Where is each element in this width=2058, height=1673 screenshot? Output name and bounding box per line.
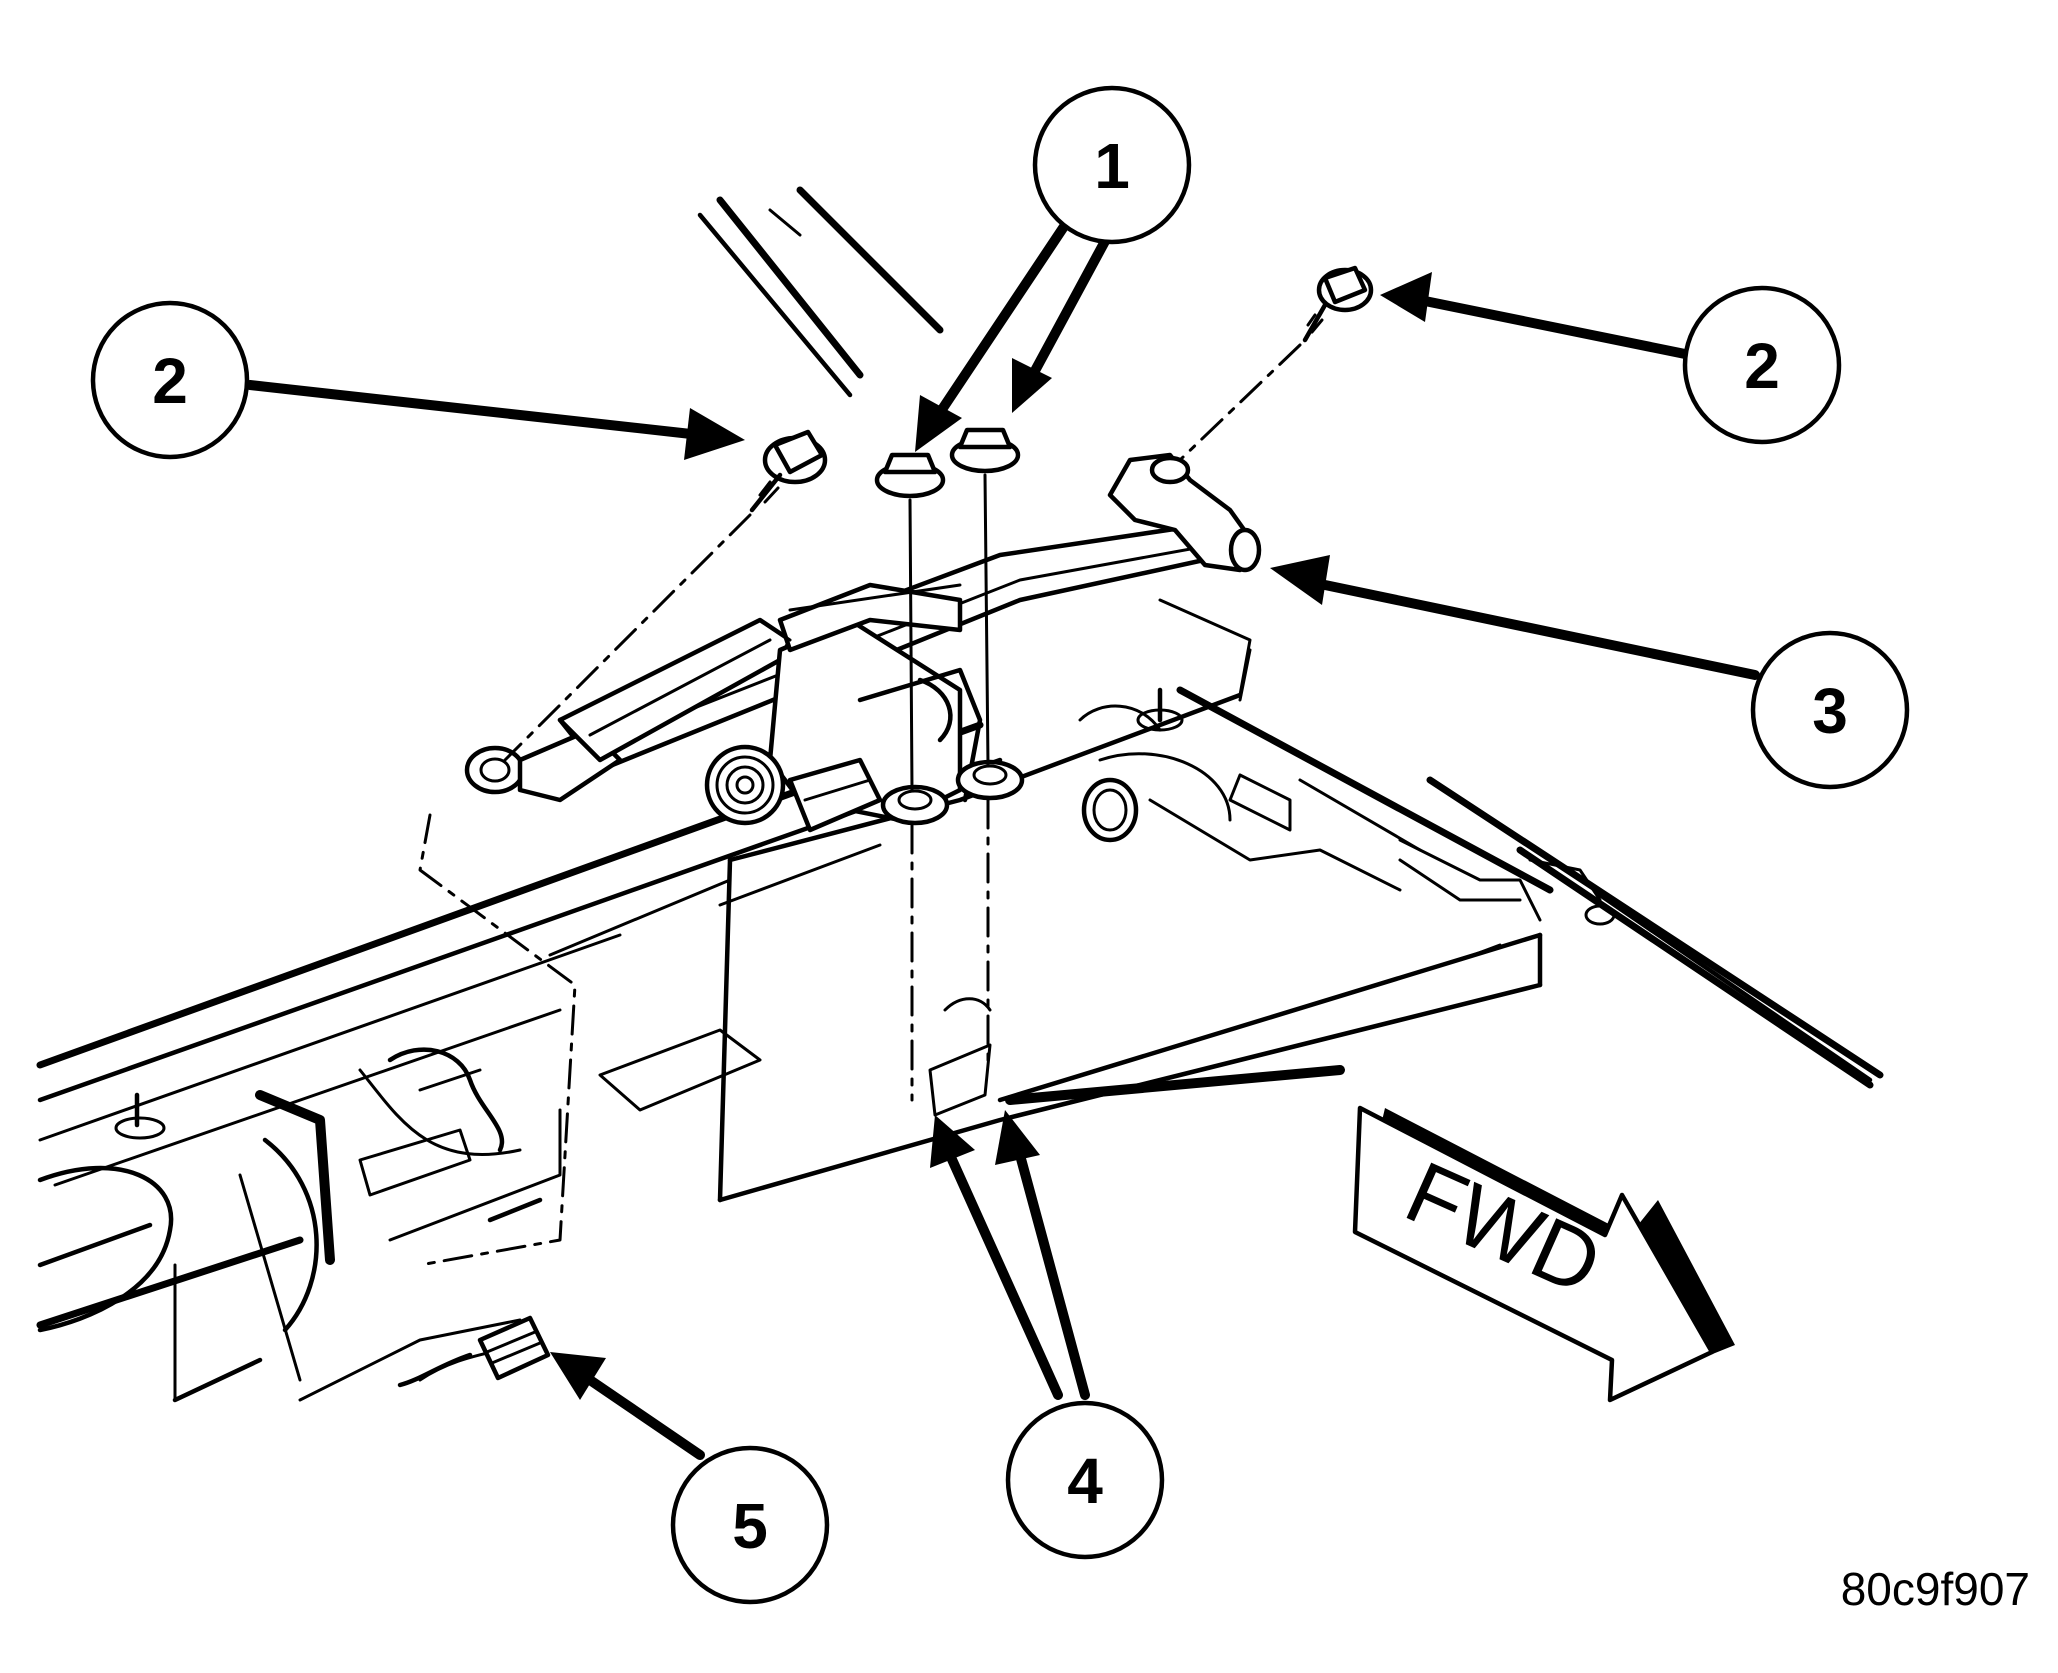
figure-id-label: 80c9f907 (1841, 1563, 2030, 1615)
forward-direction-arrow: FWD (1352, 1105, 1735, 1403)
callout-4: 4 (1005, 1400, 1165, 1560)
callout-3-number: 3 (1812, 675, 1848, 747)
callout-1-number: 1 (1094, 130, 1130, 202)
callout-5: 5 (670, 1445, 830, 1605)
mounting-bolts (503, 265, 1374, 762)
wiper-module-assembly (464, 452, 1262, 833)
mounting-nuts-and-grommets (874, 427, 1025, 1102)
cowl-body-structure (36, 598, 1884, 1403)
callout-4-number: 4 (1067, 1445, 1103, 1517)
windshield-edge (697, 186, 944, 398)
callout-5-number: 5 (732, 1490, 768, 1562)
callout-2-right: 2 (1682, 285, 1842, 445)
callout-1: 1 (1032, 85, 1192, 245)
callout-2-right-number: 2 (1744, 330, 1780, 402)
callout-2-left-number: 2 (152, 345, 188, 417)
callout-leaders (245, 220, 1760, 1460)
electrical-connector (397, 1315, 551, 1388)
callout-3: 3 (1750, 630, 1910, 790)
callout-2-left: 2 (90, 300, 250, 460)
